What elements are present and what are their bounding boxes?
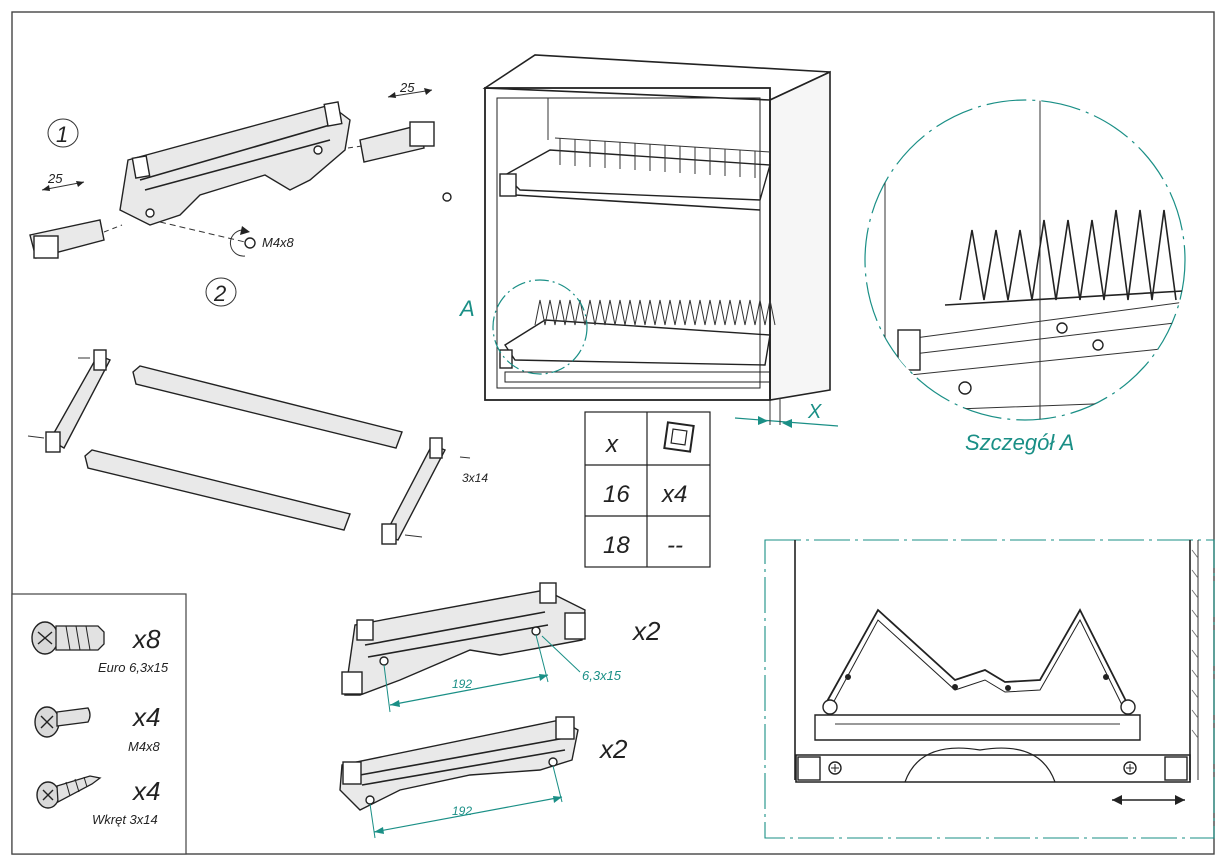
m4-screw-icon: [244, 237, 256, 249]
bottom-rail-qty: x2: [598, 734, 628, 764]
cabinet: A X: [458, 54, 839, 428]
frame-assembly: 3x14: [27, 349, 488, 545]
lower-rack: [499, 299, 776, 383]
slide-right: [359, 124, 425, 163]
cabinet-offset-label: X: [807, 401, 822, 423]
detail-a-marker-circle: [492, 279, 588, 375]
hardware-list: x8 Euro 6,3x15 x4 M4x8 x4 Wkręt 3x14: [11, 593, 187, 855]
cabinet-body: [484, 87, 771, 401]
bottom-rail-spacing: 192: [452, 804, 472, 818]
top-rail-qty: x2: [631, 616, 661, 646]
step2-label: 2: [213, 281, 226, 306]
step1-circle: [47, 118, 79, 148]
wood-screw-icon: [36, 775, 102, 809]
dim-offset-right: 25: [399, 80, 415, 95]
step1-label: 1: [56, 122, 68, 147]
hardware-wood-qty: x4: [131, 776, 160, 806]
m4-screw-label: M4x8: [262, 235, 295, 250]
spacer-icon: [663, 421, 695, 453]
hardware-m4-qty: x4: [131, 702, 160, 732]
x-table: x 16 x4 18 --: [584, 411, 711, 568]
euro-screw-icon: [31, 621, 105, 655]
top-rail-dimension-line: [389, 674, 549, 706]
x-table-row1-x: 16: [603, 481, 630, 508]
hardware-m4-label: M4x8: [128, 739, 161, 754]
bottom-rail-dimension-line: [373, 796, 563, 833]
page-frame: [11, 11, 1215, 855]
rail-screw-label: 6,3x15: [582, 668, 622, 683]
dim-offset-left: 25: [47, 171, 63, 186]
hardware-euro-qty: x8: [131, 624, 161, 654]
front-view: [764, 539, 1215, 839]
front-view-frame: [764, 539, 1215, 839]
detail-a-title: Szczegół A: [965, 430, 1074, 455]
front-view-rack-wire: [824, 608, 1129, 706]
x-table-row1-qty: x4: [661, 481, 687, 508]
x-table-row2-x: 18: [603, 532, 630, 559]
x-table-row2-qty: --: [667, 532, 683, 559]
machine-screw-icon: [34, 706, 91, 738]
x-table-header-x: x: [605, 431, 619, 458]
top-rail-spacing: 192: [452, 677, 472, 691]
step2-circle: [205, 277, 237, 307]
detail-a-view: Szczegół A: [864, 99, 1186, 455]
bottom-rail-drawing: 192 x2: [339, 716, 628, 839]
hardware-euro-label: Euro 6,3x15: [98, 660, 169, 675]
step2-assembly: M4x8 2: [159, 221, 295, 307]
top-rail-drawing: 192 6,3x15 x2: [341, 582, 661, 713]
screw-3x14-label: 3x14: [462, 471, 488, 485]
tube-lower: [84, 449, 351, 531]
rotate-arrow-icon: [229, 229, 246, 257]
loose-screw-icon: [442, 192, 452, 202]
step1-assembly: 1 25 25: [29, 80, 452, 259]
detail-a-marker: A: [458, 296, 475, 321]
tube-upper: [132, 365, 403, 449]
upper-rack: [499, 137, 771, 211]
hardware-wood-label: Wkręt 3x14: [92, 812, 158, 827]
bottom-rail: [339, 719, 579, 811]
